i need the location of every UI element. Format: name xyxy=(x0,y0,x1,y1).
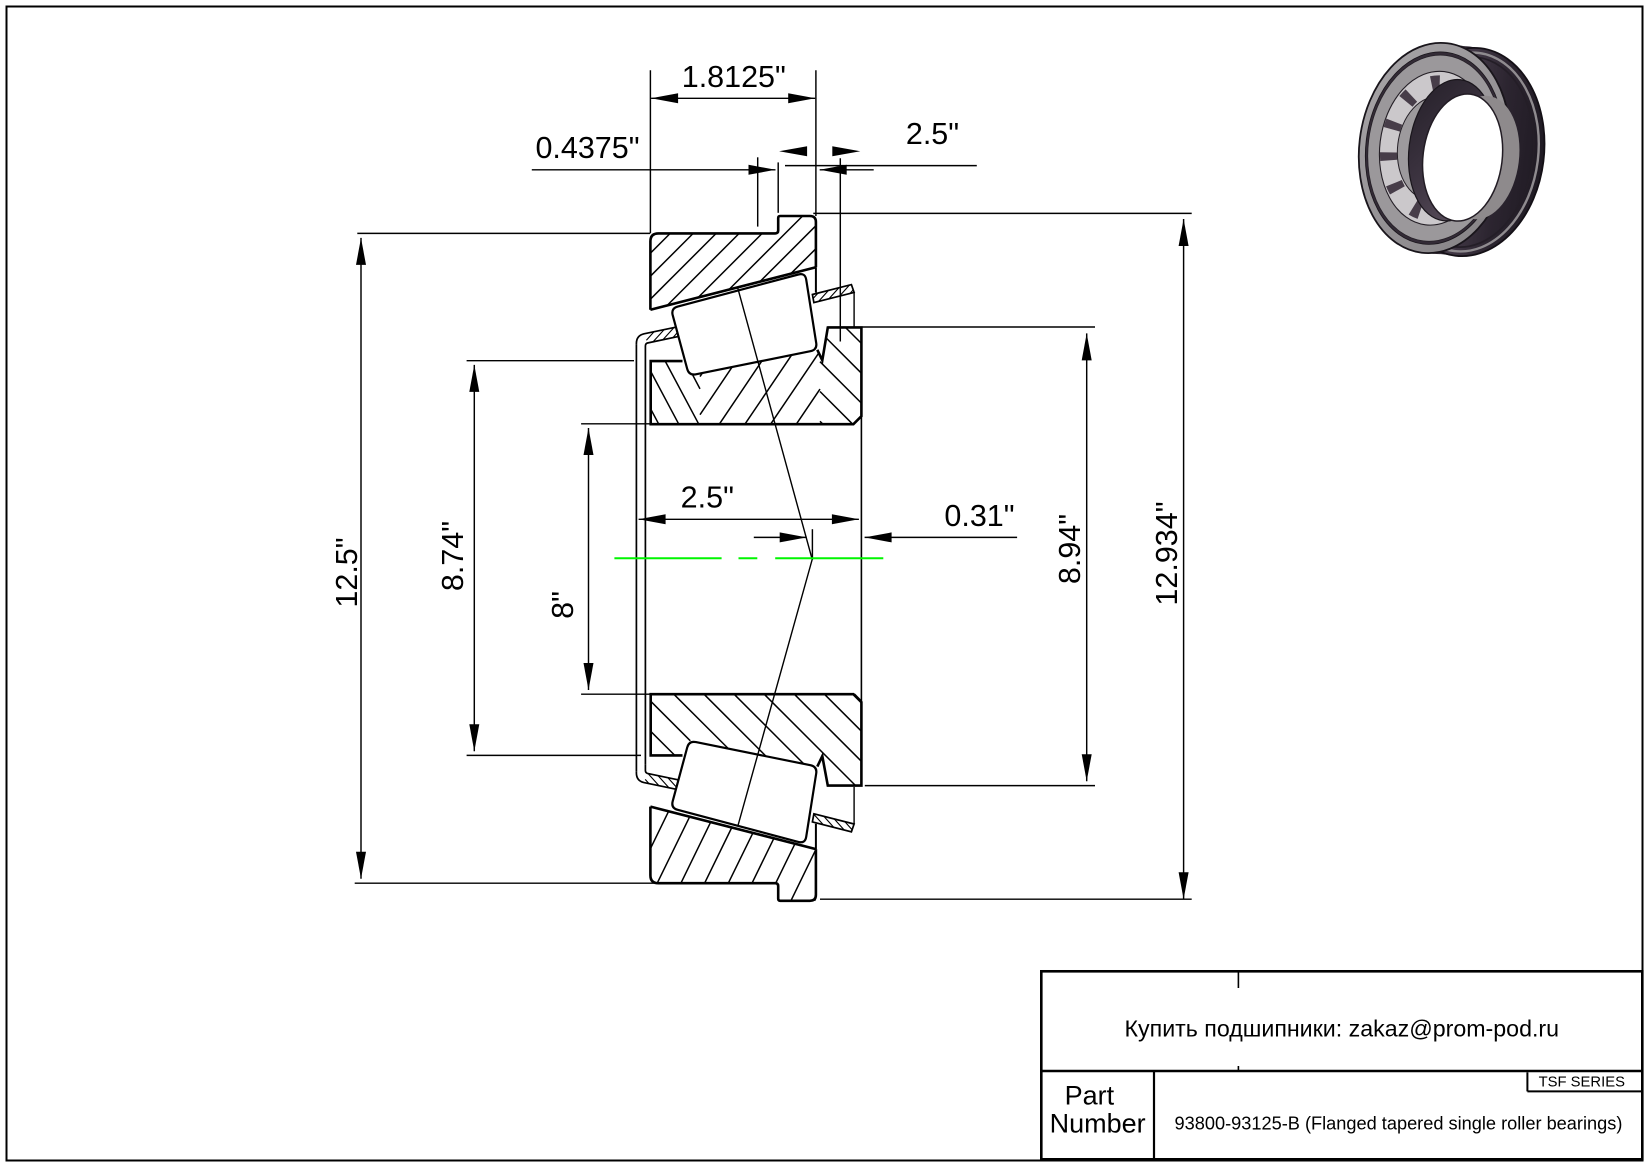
svg-text:Part: Part xyxy=(1065,1081,1115,1111)
svg-text:2.5": 2.5" xyxy=(681,481,734,515)
svg-text:12.934": 12.934" xyxy=(1150,501,1184,605)
svg-text:8.94": 8.94" xyxy=(1053,514,1087,584)
svg-text:1.8125": 1.8125" xyxy=(682,60,786,94)
svg-text:12.5": 12.5" xyxy=(330,537,364,607)
svg-text:0.4375": 0.4375" xyxy=(535,131,639,165)
svg-text:Купить подшипники: zakaz@prom-: Купить подшипники: zakaz@prom-pod.ru xyxy=(1125,1016,1559,1042)
svg-text:8": 8" xyxy=(546,591,580,619)
svg-text:Number: Number xyxy=(1050,1109,1146,1139)
svg-text:2.5": 2.5" xyxy=(906,117,959,151)
svg-text:93800-93125-B (Flanged tapered: 93800-93125-B (Flanged tapered single ro… xyxy=(1175,1114,1623,1134)
svg-text:8.74": 8.74" xyxy=(436,521,470,591)
svg-text:TSF SERIES: TSF SERIES xyxy=(1539,1075,1625,1091)
svg-text:0.31": 0.31" xyxy=(944,499,1014,533)
